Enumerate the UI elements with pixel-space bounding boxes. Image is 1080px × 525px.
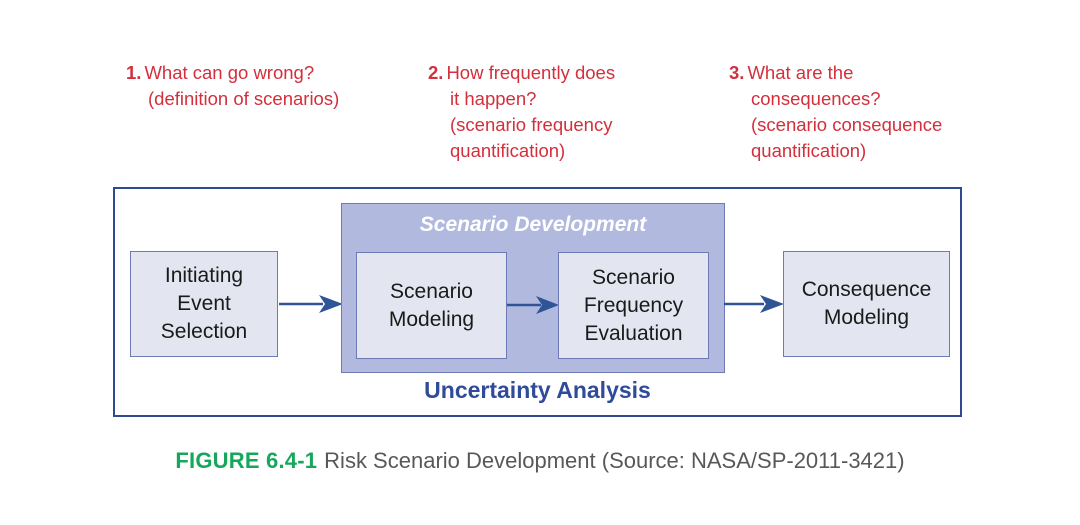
arrow-right-icon <box>279 293 343 315</box>
question-2: 2.How frequently does it happen? (scenar… <box>428 60 678 164</box>
arrow-right-icon <box>507 294 559 316</box>
box-line: Selection <box>160 320 248 343</box>
question-3-line-3: (scenario consequence <box>751 114 943 135</box>
question-2-line-4: quantification) <box>450 140 566 161</box>
question-2-line-3: (scenario frequency <box>450 114 613 135</box>
question-3: 3.What are the consequences? (scenario c… <box>729 60 1004 164</box>
box-line: Modeling <box>823 306 910 329</box>
question-2-line-2: it happen? <box>450 88 537 109</box>
box-line: Scenario <box>390 279 473 303</box>
process-box-scenario-frequency-evaluation: Scenario Frequency Evaluation <box>558 252 709 359</box>
uncertainty-analysis-label: Uncertainty Analysis <box>424 377 651 403</box>
box-line: Evaluation <box>584 321 683 345</box>
question-3-line-2: consequences? <box>751 88 881 109</box>
box-line: Consequence <box>801 278 932 301</box>
figure-title: Risk Scenario Development (Source: NASA/… <box>324 448 905 473</box>
question-3-number: 3. <box>729 62 745 83</box>
scenario-development-panel: Scenario Development Scenario Modeling S… <box>341 203 725 373</box>
risk-scenario-diagram: Initiating Event Selection Scenario Deve… <box>113 187 962 417</box>
scenario-development-title: Scenario Development <box>419 213 647 236</box>
box-line: Initiating <box>164 264 244 287</box>
question-3-line-1: What are the <box>747 62 854 83</box>
box-line: Frequency <box>583 293 684 317</box>
question-1-number: 1. <box>126 62 142 83</box>
question-annotations: 1.What can go wrong? (definition of scen… <box>0 0 1080 180</box>
question-2-number: 2. <box>428 62 444 83</box>
box-line: Modeling <box>388 307 475 331</box>
question-3-line-4: quantification) <box>751 140 867 161</box>
process-box-consequence-modeling: Consequence Modeling <box>783 251 950 357</box>
question-1-line-1: What can go wrong? <box>144 62 315 83</box>
process-box-scenario-modeling: Scenario Modeling <box>356 252 507 359</box>
question-1: 1.What can go wrong? (definition of scen… <box>126 60 396 112</box>
figure-number: FIGURE 6.4-1 <box>175 448 318 473</box>
box-line: Scenario <box>592 265 675 289</box>
question-1-line-2: (definition of scenarios) <box>148 88 340 109</box>
box-line: Event <box>177 292 231 315</box>
arrow-right-icon <box>724 293 784 315</box>
question-2-line-1: How frequently does <box>446 62 616 83</box>
process-box-initiating-event-selection: Initiating Event Selection <box>130 251 278 357</box>
